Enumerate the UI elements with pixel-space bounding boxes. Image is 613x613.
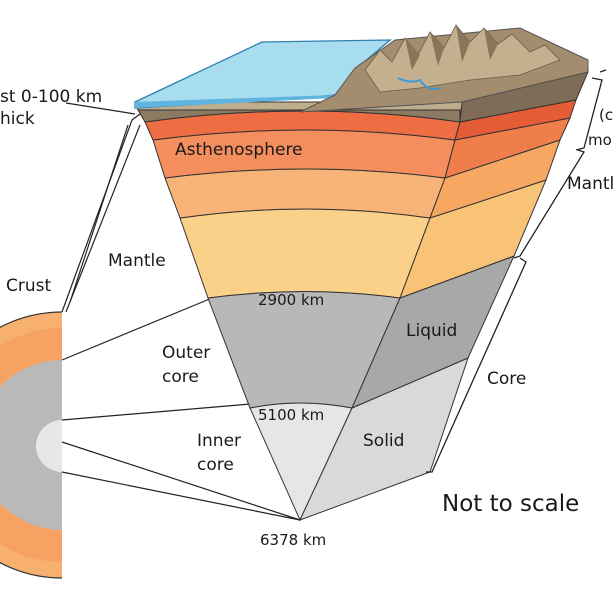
hemisphere-outline	[0, 311, 63, 579]
connector-lines	[61, 113, 301, 521]
bracket-mantle	[513, 149, 585, 259]
hemisphere-outer-core	[0, 360, 62, 530]
solid-label: Solid	[363, 431, 404, 451]
depth-6378-label: 6378 km	[260, 531, 326, 549]
wedge-lower-mantle	[179, 208, 431, 299]
asthenosphere-label: Asthenosphere	[175, 140, 303, 160]
bracket-upper	[575, 77, 603, 151]
depth-5100-label: 5100 km	[258, 406, 324, 424]
wedge-side-face	[299, 71, 589, 521]
wedge-front-face	[134, 101, 463, 522]
hemisphere-cross-section	[0, 311, 63, 579]
bracket-top-small	[599, 69, 607, 73]
crust-thickness-label-line2: hick	[0, 109, 35, 129]
mountain-shadows	[405, 25, 498, 70]
not-to-scale-label: Not to scale	[442, 491, 579, 517]
right-upper-label-line2: mo	[588, 131, 612, 149]
bracket-core	[426, 257, 527, 473]
hemisphere-inner-core	[36, 420, 62, 472]
outer-core-label-line2: core	[162, 367, 199, 387]
right-brackets	[426, 69, 607, 473]
liquid-label: Liquid	[406, 321, 457, 341]
inner-core-label-line2: core	[197, 455, 234, 475]
right-upper-label-line1: (c	[599, 106, 613, 124]
text-labels: st 0-100 km hick Crust Asthenosphere Man…	[0, 87, 613, 549]
ocean-front-edge	[135, 95, 335, 108]
right-core-label: Core	[487, 369, 526, 389]
inner-core-label-line1: Inner	[197, 431, 241, 451]
right-mantle-label: Mantl	[567, 174, 613, 194]
surface-top	[134, 24, 589, 113]
depth-2900-label: 2900 km	[258, 291, 324, 309]
river	[397, 77, 441, 90]
outer-core-label-line1: Outer	[162, 343, 210, 363]
crust-callout	[65, 102, 136, 303]
crust-label: Crust	[6, 276, 51, 296]
mantle-label: Mantle	[108, 251, 166, 271]
crust-thickness-label-line1: st 0-100 km	[0, 87, 102, 107]
